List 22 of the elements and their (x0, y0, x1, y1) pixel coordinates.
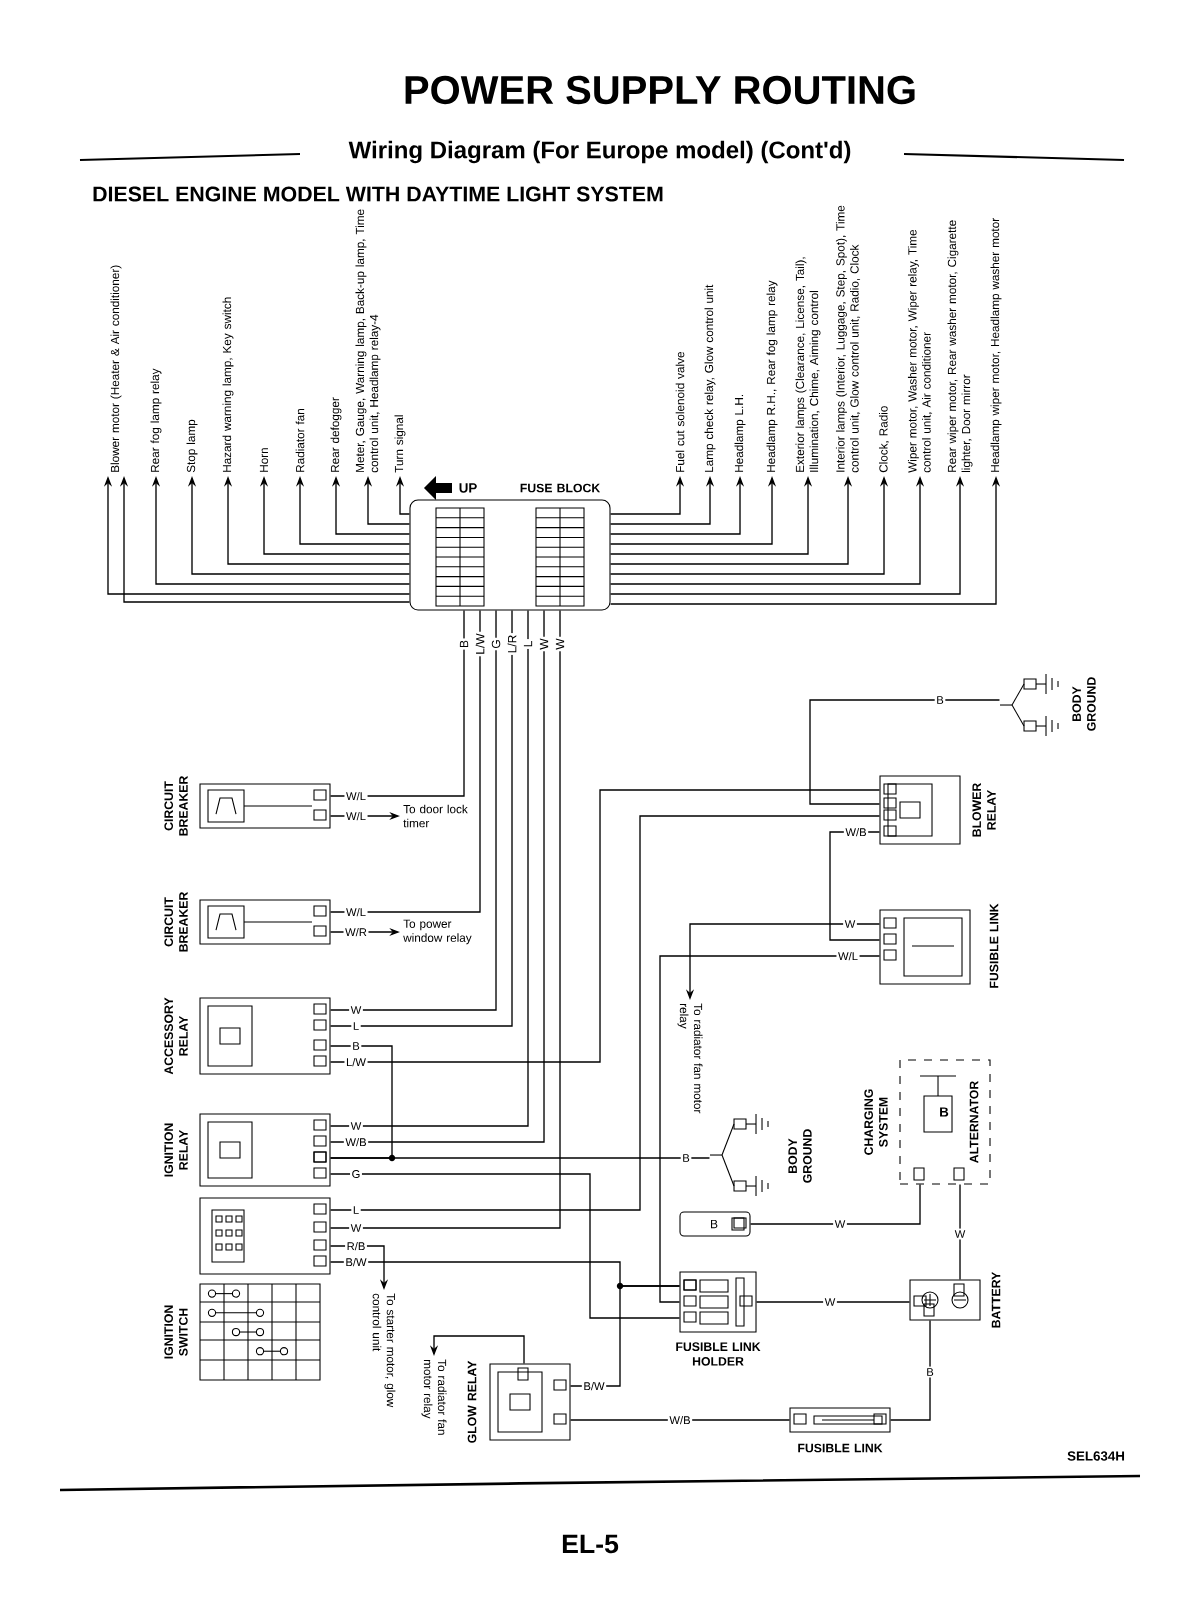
wire (749, 1183, 921, 1225)
section-heading: DIESEL ENGINE MODEL WITH DAYTIME LIGHT SYSTEM (93, 186, 663, 202)
wire (329, 1157, 711, 1159)
subtitle: Wiring Diagram (For Europe model) (Cont'd) (348, 140, 851, 164)
page-number: EL-5 (562, 1534, 619, 1554)
connector-symbol (679, 1211, 751, 1237)
wire (329, 789, 881, 1063)
wire (329, 1045, 393, 1159)
wire (329, 1173, 681, 1319)
wire (329, 609, 481, 913)
wire (329, 815, 881, 1211)
wire (329, 609, 465, 797)
wire (659, 955, 881, 1303)
wire (329, 609, 561, 1229)
wire (809, 699, 1001, 805)
wire (889, 1319, 931, 1421)
wire (755, 1301, 911, 1303)
wire (569, 1285, 681, 1387)
wire (959, 1183, 961, 1281)
wire (569, 1419, 791, 1421)
wire (829, 831, 881, 941)
title: POWER SUPPLY ROUTING (405, 75, 915, 105)
